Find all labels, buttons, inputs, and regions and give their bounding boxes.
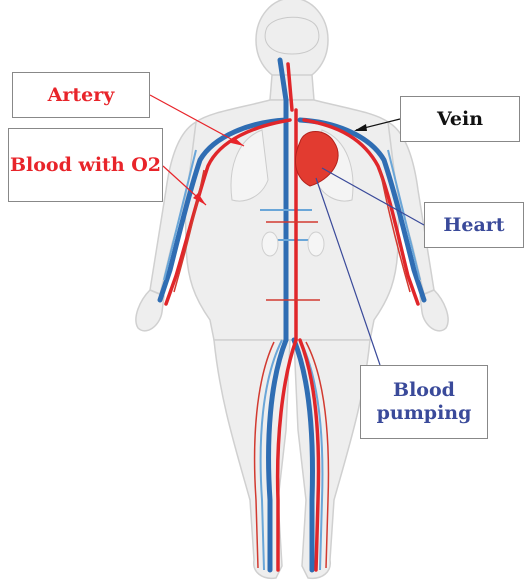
blood-pumping-label: Blood pumping — [360, 365, 488, 439]
heart-label: Heart — [424, 202, 524, 248]
blood-with-o2-label: Blood with O2 — [8, 128, 163, 202]
vein-label: Vein — [400, 96, 520, 142]
artery-label: Artery — [12, 72, 150, 118]
body-silhouette — [136, 0, 448, 578]
